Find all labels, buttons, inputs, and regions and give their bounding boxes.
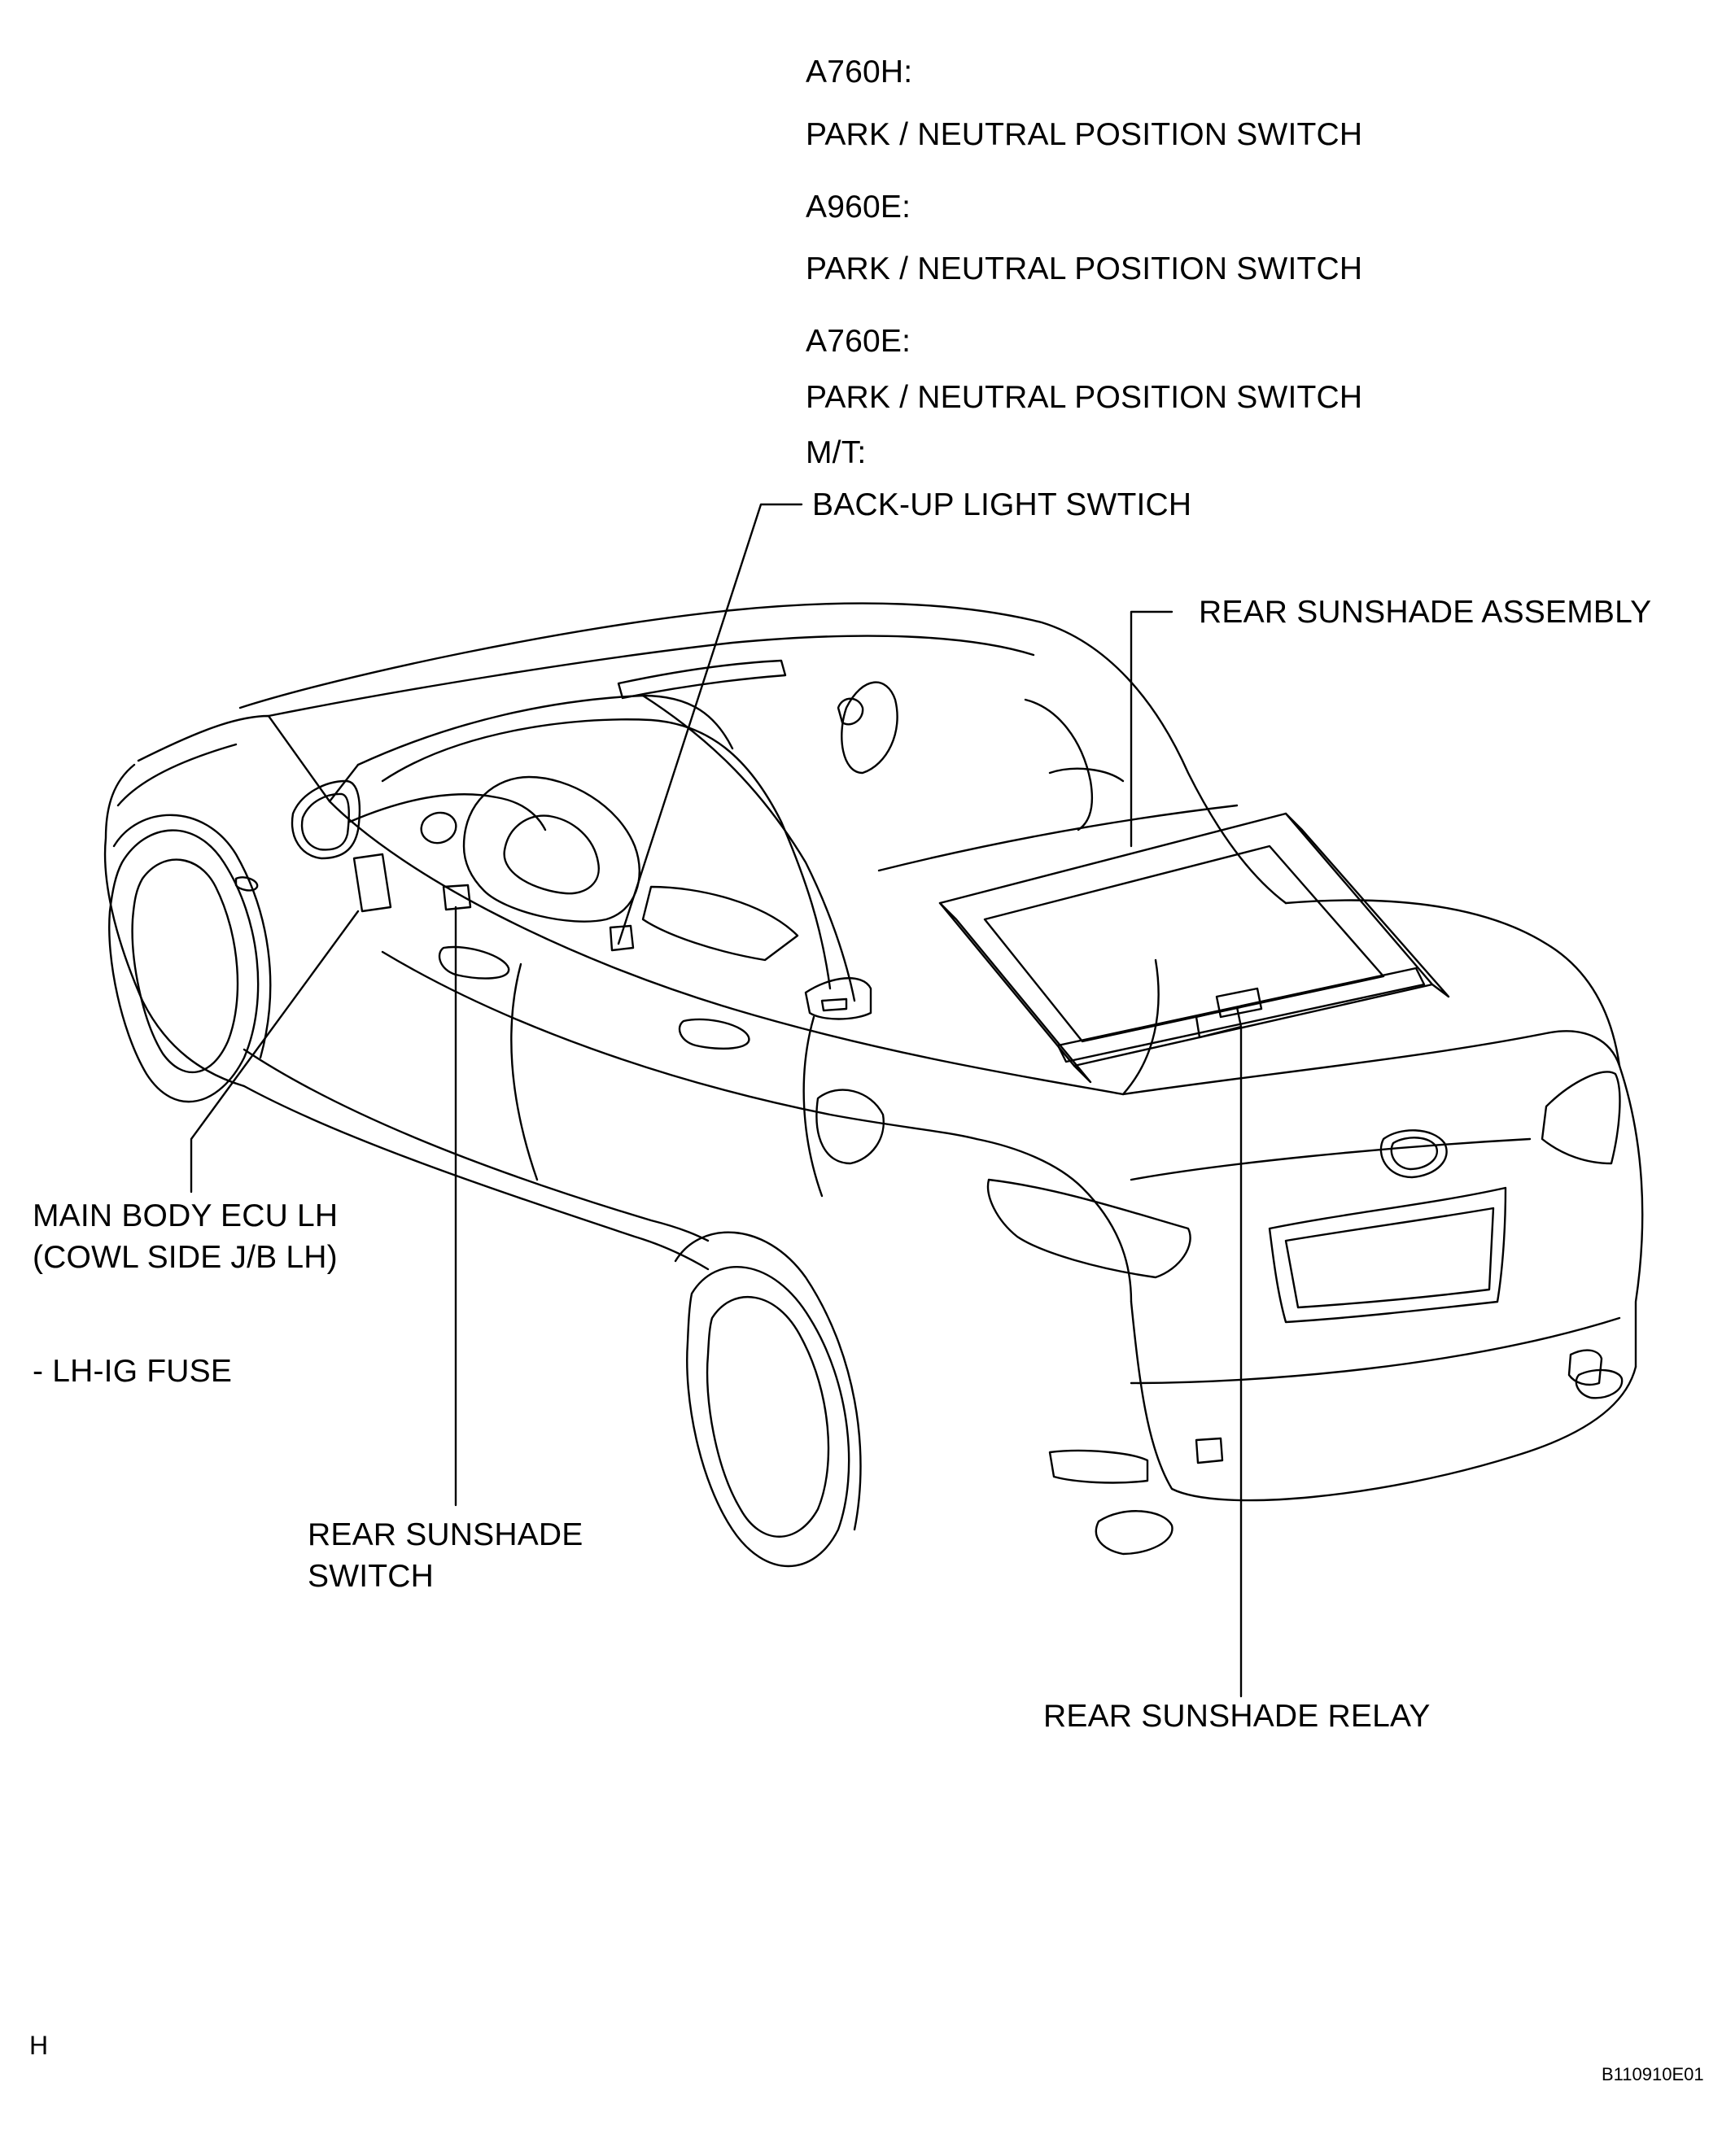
label-a760h-switch: PARK / NEUTRAL POSITION SWITCH: [806, 117, 1363, 152]
sunshade-relay-box: [1217, 989, 1261, 1017]
label-mt: M/T:: [806, 435, 867, 470]
trunk-edge: [1123, 1031, 1619, 1094]
door-glass-top: [382, 719, 830, 989]
steering-wheel-inner: [505, 816, 599, 894]
label-a960e-switch: PARK / NEUTRAL POSITION SWITCH: [806, 251, 1363, 286]
reflector-right: [1569, 1351, 1602, 1385]
reflector-left: [1050, 1451, 1147, 1482]
rear-bumper: [1131, 1302, 1636, 1500]
label-a760e: A760E:: [806, 324, 911, 359]
license-plate-recess: [1270, 1188, 1506, 1322]
front-door-seam: [511, 964, 537, 1180]
door-character-line: [382, 952, 977, 1139]
right-taillight: [1542, 1071, 1619, 1163]
center-console: [643, 887, 798, 960]
label-rear-sunshade-switch-line2: SWITCH: [308, 1559, 435, 1594]
corner-letter: H: [29, 2031, 49, 2060]
rear-door-handle: [680, 1019, 749, 1049]
fog-right: [1196, 1438, 1222, 1463]
label-main-body-ecu-line1: MAIN BODY ECU LH: [33, 1198, 339, 1233]
rear-headrests: [1050, 769, 1123, 781]
label-main-body-ecu-line2: (COWL SIDE J/B LH): [33, 1240, 338, 1275]
sunshade-bottom-bar: [1058, 968, 1424, 1062]
c-pillar: [1123, 960, 1159, 1094]
hood-front: [138, 716, 330, 801]
high-mount-stop: [618, 661, 785, 698]
rear-wheel-arch: [675, 1233, 861, 1530]
label-a960e: A960E:: [806, 190, 911, 225]
rear-wheel-inner: [707, 1297, 828, 1537]
trunk-lid-line: [1131, 1139, 1530, 1180]
label-a760h: A760H:: [806, 55, 913, 89]
backup-switch-box: [610, 926, 633, 950]
front-wheel-arch: [114, 815, 270, 1058]
license-plate: [1286, 1208, 1493, 1307]
front-seat: [841, 683, 897, 773]
leader-sunshade-assembly: [1131, 612, 1172, 846]
tail-interior-2: [822, 999, 846, 1010]
label-a760e-switch: PARK / NEUTRAL POSITION SWITCH: [806, 380, 1363, 415]
emblem-inner: [1392, 1137, 1437, 1169]
side-marker: [236, 877, 257, 890]
roof-inner-line: [269, 636, 1034, 716]
seat-back-right: [1025, 700, 1092, 830]
label-lh-ig-fuse: - LH-IG FUSE: [33, 1354, 233, 1389]
sunshade-rail-left: [940, 903, 1090, 1082]
windshield-frame: [643, 696, 854, 1001]
label-rear-sunshade-switch-line1: REAR SUNSHADE: [308, 1517, 583, 1552]
leader-backup-light: [618, 504, 802, 944]
sunshade-frame: [940, 814, 1432, 1066]
leader-main-body-ecu: [191, 911, 358, 1192]
exhaust-right: [1576, 1370, 1622, 1398]
sunshade-rail-right: [1286, 814, 1449, 997]
rear-quarter: [977, 1139, 1131, 1302]
bumper-lower: [1131, 1318, 1619, 1383]
label-rear-sunshade-assembly: REAR SUNSHADE ASSEMBLY: [1199, 595, 1652, 630]
front-fender: [105, 765, 244, 1086]
windshield-top: [358, 696, 732, 765]
steering-wheel: [464, 777, 640, 922]
tail-interior: [806, 978, 871, 1019]
mirror-inner: [302, 794, 349, 850]
gauge: [422, 813, 457, 843]
roof-outline: [240, 604, 1286, 903]
main-body-ecu-box: [354, 854, 391, 911]
figure-code: B110910E01: [1602, 2064, 1704, 2084]
left-taillight: [988, 1180, 1191, 1277]
side-mirror: [292, 781, 360, 858]
label-backup-light-switch: BACK-UP LIGHT SWTICH: [812, 487, 1192, 522]
trunk-top: [1286, 901, 1619, 1066]
label-rear-sunshade-relay: REAR SUNSHADE RELAY: [1043, 1699, 1431, 1734]
fuel-door: [816, 1090, 883, 1163]
bumper-side: [1619, 1066, 1642, 1367]
rear-door-seam: [804, 1017, 822, 1196]
beltline: [330, 801, 1123, 1094]
speaker: [838, 699, 863, 725]
dashboard: [350, 794, 545, 830]
emblem-outer: [1381, 1130, 1447, 1177]
rocker-bottom: [244, 1086, 708, 1269]
rear-shelf: [879, 805, 1237, 871]
front-fascia: [118, 744, 236, 805]
front-wheel-inner: [133, 860, 238, 1072]
front-wheel-outer: [109, 831, 258, 1102]
rear-wheel-outer: [687, 1267, 849, 1566]
front-door-handle: [439, 947, 509, 979]
exhaust-left: [1096, 1511, 1173, 1554]
rocker-line: [244, 1050, 708, 1241]
sunshade-switch-box: [444, 885, 470, 910]
sunshade-screen: [985, 846, 1383, 1041]
